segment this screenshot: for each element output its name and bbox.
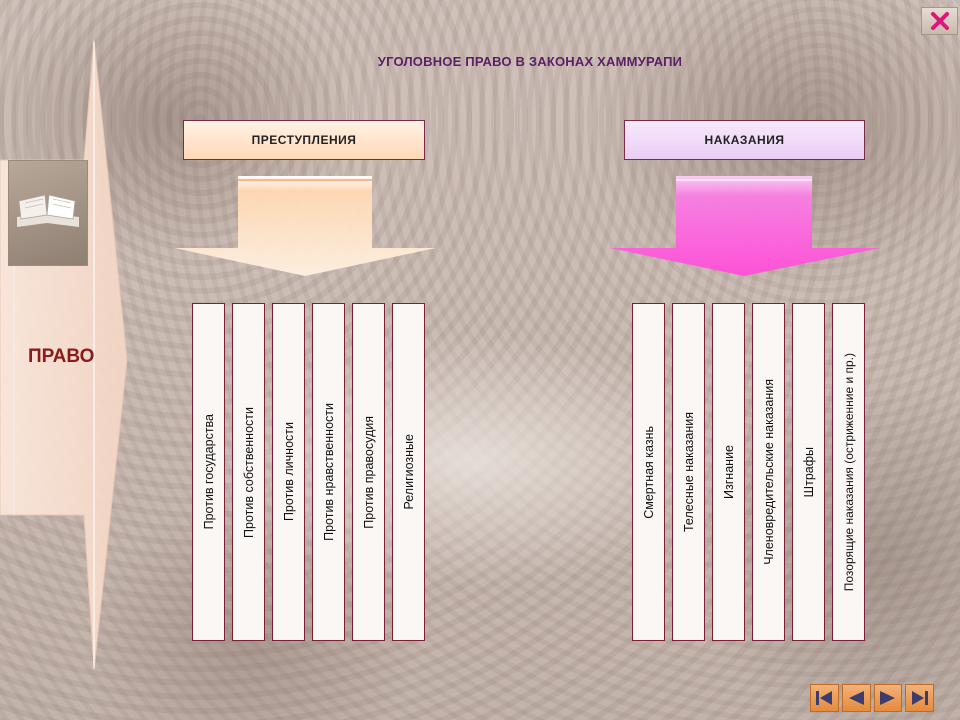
- punishments-header: НАКАЗАНИЯ: [624, 120, 865, 160]
- crime-column-property: Против собственности: [232, 303, 265, 641]
- first-slide-button[interactable]: [810, 684, 839, 712]
- punishment-column-fines: Штрафы: [792, 303, 825, 641]
- crime-label: Против нравственности: [321, 403, 336, 541]
- punishments-down-arrow: [610, 176, 880, 276]
- book-image: [8, 160, 88, 266]
- open-book-icon: [17, 194, 79, 227]
- crime-column-morality: Против нравственности: [312, 303, 345, 641]
- punishment-column-corporal: Телесные наказания: [672, 303, 705, 641]
- previous-slide-icon: [849, 691, 865, 705]
- crimes-header: ПРЕСТУПЛЕНИЯ: [183, 120, 425, 160]
- punishment-label: Членовредительские наказания: [761, 379, 776, 565]
- punishment-label: Штрафы: [801, 446, 816, 498]
- punishment-label: Изгнание: [721, 445, 736, 499]
- punishment-column-death: Смертная казнь: [632, 303, 665, 641]
- crime-label: Религиозные: [401, 434, 416, 510]
- previous-slide-button[interactable]: [841, 684, 871, 712]
- punishment-column-mutilation: Членовредительские наказания: [752, 303, 785, 641]
- close-button[interactable]: [921, 7, 958, 35]
- last-slide-icon: [911, 691, 928, 705]
- crime-column-state: Против государства: [192, 303, 225, 641]
- last-slide-button[interactable]: [905, 684, 934, 712]
- close-icon: [930, 12, 949, 30]
- crime-column-justice: Против правосудия: [352, 303, 385, 641]
- crime-label: Против государства: [201, 414, 216, 530]
- punishment-label: Смертная казнь: [641, 425, 656, 519]
- punishment-label: Телесные наказания: [681, 411, 696, 533]
- crime-label: Против правосудия: [361, 415, 376, 529]
- side-label: ПРАВО: [28, 346, 95, 367]
- next-slide-button[interactable]: [873, 684, 903, 712]
- next-slide-icon: [879, 691, 895, 705]
- side-panel: ПРАВО: [0, 40, 128, 670]
- punishment-label: Позорящие наказания (остриженние и пр.): [841, 352, 856, 592]
- crime-column-person: Против личности: [272, 303, 305, 641]
- punishment-column-exile: Изгнание: [712, 303, 745, 641]
- slide-title: УГОЛОВНОЕ ПРАВО В ЗАКОНАХ ХАММУРАПИ: [377, 54, 683, 69]
- crime-column-religious: Религиозные: [392, 303, 425, 641]
- crime-label: Против личности: [281, 422, 296, 522]
- crime-label: Против собственности: [241, 406, 256, 538]
- punishment-column-shaming: Позорящие наказания (остриженние и пр.): [832, 303, 865, 641]
- first-slide-icon: [816, 691, 833, 705]
- slide-navigation: [810, 684, 934, 712]
- crimes-down-arrow: [174, 176, 436, 276]
